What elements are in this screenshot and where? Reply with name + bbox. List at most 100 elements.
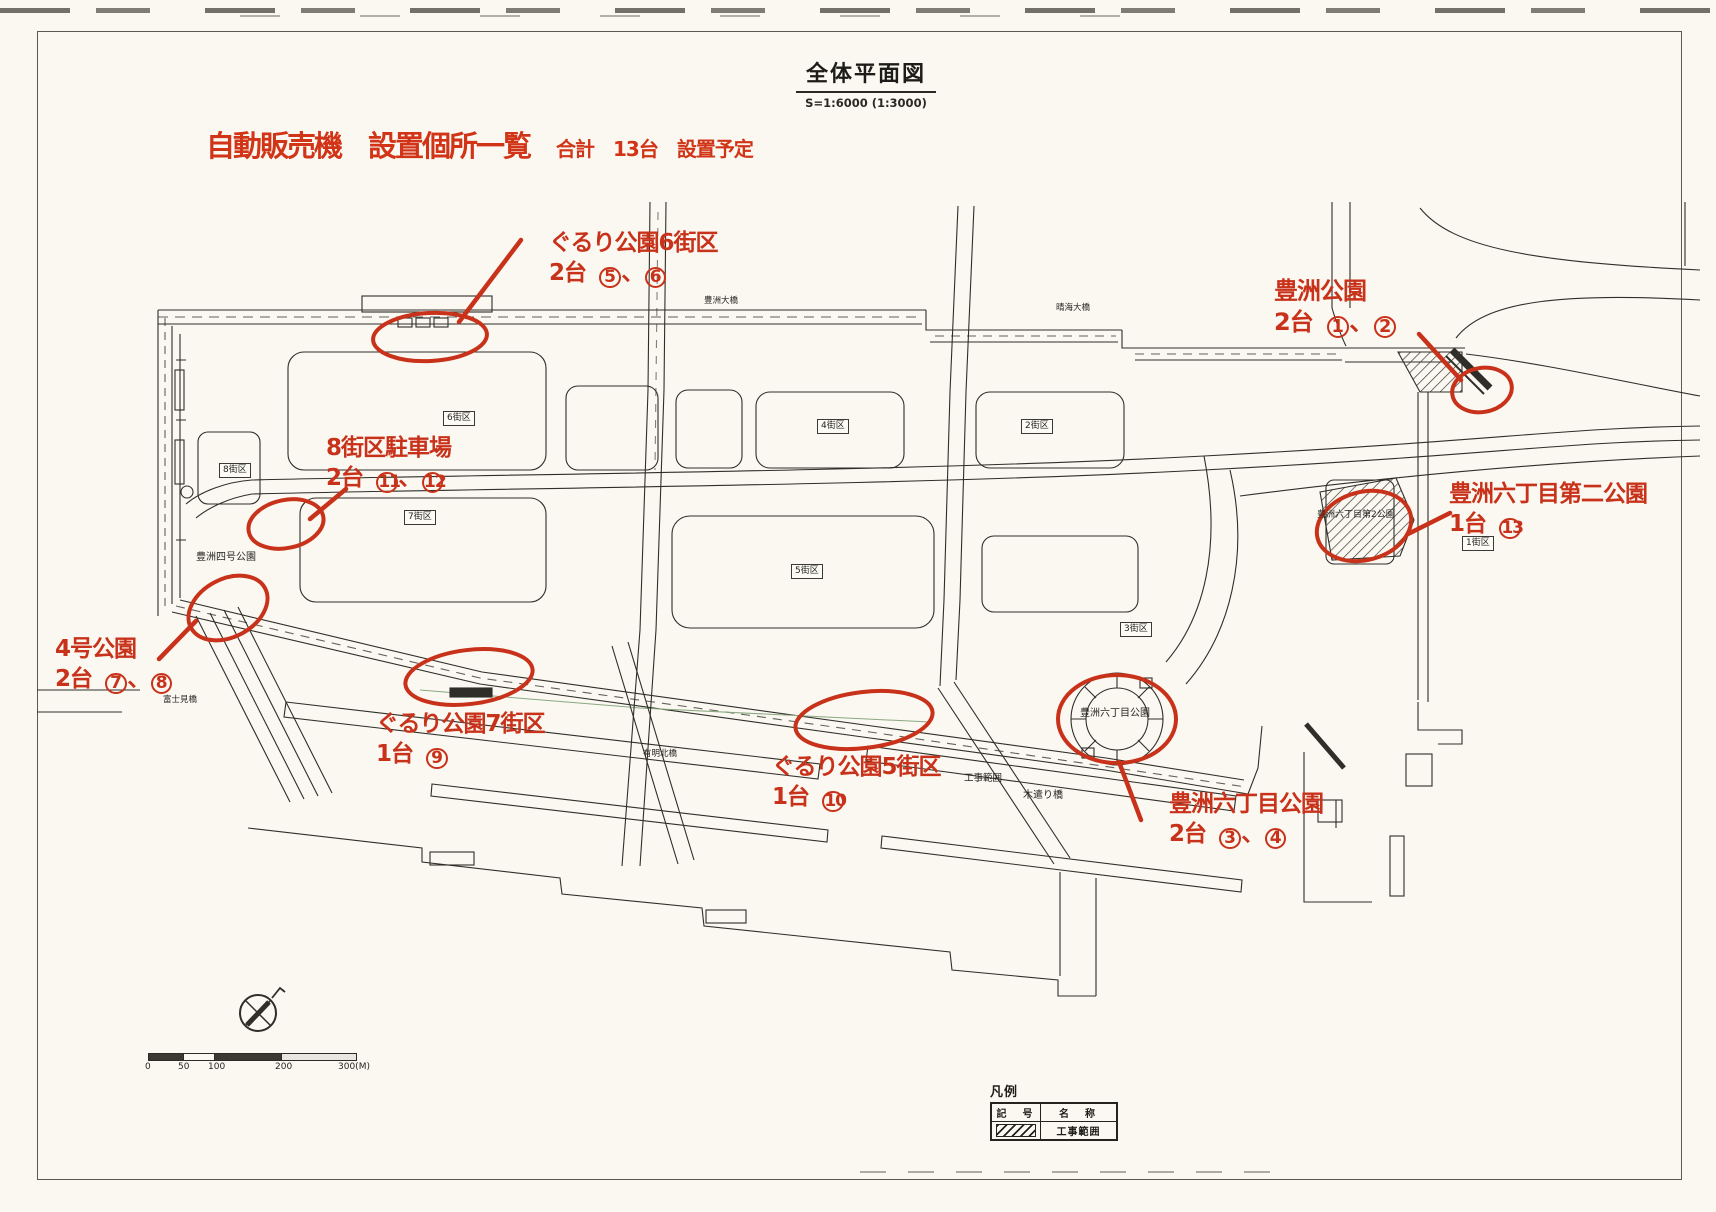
heading-summary: 合計 13台 設置予定 [556,137,754,161]
vending-machine-heading: 自動販売機 設置個所一覧合計 13台 設置予定 [206,123,754,165]
legend-swatch-cell [990,1121,1041,1141]
map-label: 豊洲六丁目公園 [1080,708,1150,719]
leader-8gaiku-parking [307,486,349,522]
map-label: 豊洲四号公園 [196,552,256,563]
annotation-park-name: 豊洲六丁目第二公園 [1449,481,1648,507]
scale-label: 200 [275,1062,293,1072]
page-border [37,31,1682,1180]
circled-number: 11 [376,471,401,494]
coastline-west [157,310,194,616]
map-label: 富士見橋 [163,695,198,705]
drawing-title-block: 全体平面図 S=1:6000 (1:3000) [796,56,937,110]
hatch-swatch-icon [996,1124,1036,1137]
base-map [37,201,1701,1032]
annotation-park-name: 8街区駐車場 [326,435,452,461]
block-label: 7街区 [404,510,436,525]
annotation-park-name: ぐるり公園7街区 [376,711,546,737]
leader-toyosu-park [1416,331,1464,383]
scan-artifact-bottom [860,1171,1280,1173]
circled-number: 10 [822,790,847,813]
legend-title: 凡例 [990,1085,1019,1100]
heading-main: 自動販売機 設置個所一覧 [206,129,532,163]
scale-segment [281,1053,357,1061]
block-label: 4街区 [817,419,849,434]
circled-number: 5 [599,266,621,289]
circled-number: 4 [1265,827,1287,850]
legend-table: 記 号 名 称 工事範囲 [990,1102,1118,1141]
red-markup-overlay [156,237,1514,823]
map-label: 晴海大橋 [1056,303,1091,313]
south-strips [283,701,1243,893]
map-label: 豊洲六丁目第2公園 [1317,510,1395,520]
circle-8gaiku-parking [246,497,326,551]
circled-number: 8 [151,672,173,695]
circled-number: 2 [1374,316,1397,339]
map-label: 有明北橋 [643,749,678,759]
circle-gururi-park-7 [403,647,535,707]
circular-park [1070,672,1164,766]
block-label: 2街区 [1021,419,1053,434]
annotation-park-name: ぐるり公園5街区 [772,754,942,780]
annotation-park-name: 豊洲公園 [1274,277,1367,305]
scan-artifact-top2 [240,15,1140,17]
leader-toyosu-6-park [1116,759,1144,823]
circled-number: 7 [105,672,127,695]
annotation-park-name: ぐるり公園6街区 [549,230,719,256]
circle-toyosu-6-2-park [1314,488,1414,564]
coastline-south [171,599,1263,795]
leader-park-no4 [156,618,199,662]
scale-segment [148,1053,185,1061]
legend-col-symbol: 記 号 [990,1102,1041,1122]
circled-number: 13 [1499,517,1524,540]
circled-number: 6 [645,266,667,289]
legend: 凡例 記 号 名 称 工事範囲 [990,1081,1118,1141]
legend-row-name: 工事範囲 [1040,1121,1118,1141]
circle-park-no4 [186,573,270,643]
circle-gururi-park-5 [793,688,935,752]
legend-col-name: 名 称 [1040,1102,1118,1122]
scan-artifact-top [0,8,1716,13]
circled-number: 12 [422,471,447,494]
map-label: 豊洲大橋 [704,296,739,306]
scale-label: 100 [208,1062,226,1072]
scale-label: 0 [145,1062,151,1072]
scale-segment [183,1053,216,1061]
map-label: 木遣り橋 [1023,790,1063,801]
block-label: 8街区 [219,463,251,478]
block-label: 1街区 [1462,536,1494,551]
annotation-park-name: 4号公園 [55,636,137,662]
annotation-park-name: 豊洲六丁目公園 [1169,791,1324,817]
compass-icon [239,986,286,1032]
circled-number: 3 [1219,827,1241,850]
circled-number: 1 [1326,316,1349,339]
scale-note: S=1:6000 (1:3000) [805,96,927,110]
circle-gururi-park-6 [371,310,489,364]
scale-label: 300(M) [338,1062,370,1072]
map-label: 工事範囲 [964,773,1003,784]
block-label: 5街区 [791,564,823,579]
leader-toyosu-6-2-park [1405,510,1453,537]
page-title: 全体平面図 [796,56,937,93]
coastline-north [158,295,1493,395]
roads [185,201,1701,867]
leader-gururi-park-6 [456,237,524,325]
circle-toyosu-park [1450,365,1514,415]
block-label: 3街区 [1120,622,1152,637]
scale-label: 50 [178,1062,190,1072]
